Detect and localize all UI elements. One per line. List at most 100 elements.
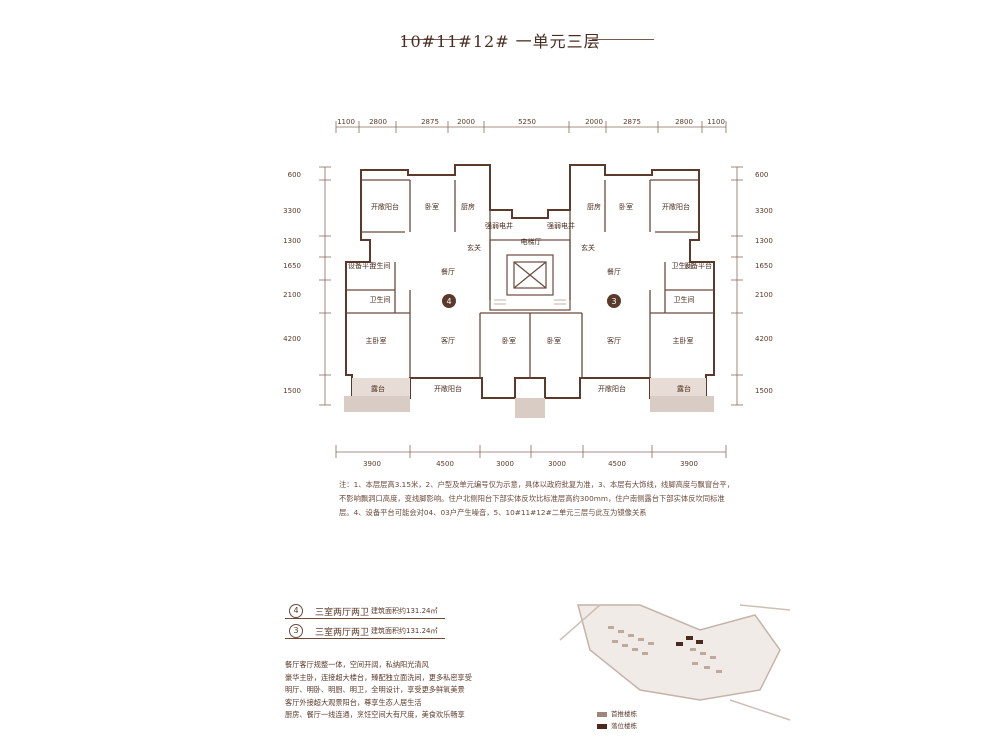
terrace-right xyxy=(650,378,706,396)
dim-top-6: 2000 xyxy=(585,118,603,126)
room-bath-right-a: 卫生间 xyxy=(672,261,693,270)
room-bath-right-b: 卫生间 xyxy=(674,295,695,304)
terrace-left-edge xyxy=(344,396,410,412)
unit-marker-3-label: 3 xyxy=(611,297,616,306)
terrace-right-edge xyxy=(650,396,714,412)
legend-swatch-first xyxy=(597,711,607,717)
dim-right-6: 4200 xyxy=(755,335,773,343)
unit-3-badge: 3 xyxy=(289,624,303,638)
site-blocks-selected xyxy=(676,636,703,646)
legend-swatch-selected xyxy=(597,723,607,729)
unit-marker-4-label: 4 xyxy=(446,297,451,306)
room-dining-left: 餐厅 xyxy=(441,267,455,276)
dim-top-4: 2000 xyxy=(457,118,475,126)
dim-bottom-4: 3000 xyxy=(548,460,566,468)
dim-bottom-group xyxy=(335,445,727,458)
description-item: 厨房、餐厅一线连通，烹饪空间大有尺度，美食欢乐畅享 xyxy=(285,710,465,719)
room-balcony-right: 开敞阳台 xyxy=(662,202,690,211)
room-pipe-left: 强弱电井 xyxy=(485,221,513,230)
room-balcony-bottom-left: 开敞阳台 xyxy=(434,384,462,393)
legend-label-selected: 落位楼栋 xyxy=(611,722,637,730)
dim-top-1: 1100 xyxy=(337,118,355,126)
notes-text: 注：1、本层层高3.15米，2、户型及单元编号仅为示意，具体以政府批复为准，3、… xyxy=(339,480,735,517)
unit-3-area: 建筑面积约131.24㎡ xyxy=(371,627,438,635)
dim-right-4: 1650 xyxy=(755,262,773,270)
room-terrace-left: 露台 xyxy=(371,384,385,393)
room-bedroom-mid-right: 卧室 xyxy=(547,336,561,345)
room-dining-right: 餐厅 xyxy=(607,267,621,276)
dim-left-2: 3300 xyxy=(283,207,301,215)
description-list: 餐厅客厅规整一体，空间开阔，私纳阳光清风 豪华主卧，连接超大楼台，臻配独立面洗间… xyxy=(285,659,515,722)
room-kitchen-left: 厨房 xyxy=(461,202,475,211)
unit-4-rule xyxy=(285,618,445,619)
unit-row-4: 4 三室两厅两卫 建筑面积约131.24㎡ xyxy=(285,604,445,619)
dim-left-6: 4200 xyxy=(283,335,301,343)
title-rule-right xyxy=(592,39,654,40)
dim-right-5: 2100 xyxy=(755,291,773,299)
description-item: 明厅、明卧、明厨、明卫，全明设计，享受更多鲜氧美景 xyxy=(285,685,465,694)
dim-top-9: 1100 xyxy=(707,118,725,126)
dim-left-3: 1300 xyxy=(283,237,301,245)
room-bath-left-b: 卫生间 xyxy=(370,295,391,304)
dim-left-4: 1650 xyxy=(283,262,301,270)
room-foyer-left: 玄关 xyxy=(467,243,481,252)
title-rule-left xyxy=(402,39,462,40)
unit-marker-3 xyxy=(607,294,621,308)
dim-right-group xyxy=(731,166,743,406)
terrace-left xyxy=(352,378,410,396)
room-kitchen-right: 厨房 xyxy=(587,202,601,211)
unit-row-3: 3 三室两厅两卫 建筑面积约131.24㎡ xyxy=(285,624,445,639)
dim-bottom-6: 3900 xyxy=(680,460,698,468)
description-item: 客厅外接超大观景阳台，尊享生态人居生活 xyxy=(285,697,422,707)
dim-right-2: 3300 xyxy=(755,207,773,215)
dim-left-group xyxy=(319,166,331,406)
title-bar: 10#11#12# 一单元三层 xyxy=(0,28,1000,52)
dim-right-1: 600 xyxy=(755,171,768,179)
dim-top-2: 2800 xyxy=(369,118,387,126)
room-terrace-right: 露台 xyxy=(677,384,691,393)
room-master-left: 主卧室 xyxy=(366,336,387,345)
unit-4-area: 建筑面积约131.24㎡ xyxy=(371,607,438,615)
room-master-right: 主卧室 xyxy=(673,336,694,345)
dim-bottom-5: 4500 xyxy=(608,460,626,468)
balcony-mid-left xyxy=(515,398,545,418)
dim-top-group xyxy=(335,121,727,133)
dim-bottom-3: 3000 xyxy=(496,460,514,468)
room-balcony-bottom-right: 开敞阳台 xyxy=(598,384,626,393)
room-foyer-right: 玄关 xyxy=(581,243,595,252)
room-bath-left-a: 卫生间 xyxy=(370,261,391,270)
interior-walls xyxy=(346,179,714,378)
room-equip-left: 设备平台 xyxy=(348,261,376,270)
legend-item-selected: 落位楼栋 xyxy=(597,720,637,730)
stair-lines xyxy=(494,299,566,305)
unit-3-type: 三室两厅两卫 xyxy=(315,628,370,638)
dim-top-3: 2875 xyxy=(421,118,439,126)
page-title: 10#11#12# 一单元三层 xyxy=(399,32,601,51)
dim-left-5: 2100 xyxy=(283,291,301,299)
room-bedroom-mid-left: 卧室 xyxy=(502,336,516,345)
unit-4-badge: 4 xyxy=(289,604,303,618)
room-balcony-left: 开敞阳台 xyxy=(371,202,399,211)
dim-top-7: 2875 xyxy=(623,118,641,126)
dim-bottom-2: 4500 xyxy=(436,460,454,468)
unit-4-type: 三室两厅两卫 xyxy=(315,608,370,618)
room-pipe-right: 强弱电井 xyxy=(547,221,575,230)
room-equip-right: 设备平台 xyxy=(684,261,712,270)
dim-right-7: 1500 xyxy=(755,387,773,395)
site-blocks xyxy=(608,626,722,673)
room-elevator-hall: 电梯厅 xyxy=(521,237,542,246)
dim-bottom-1: 3900 xyxy=(363,460,381,468)
unit-3-rule xyxy=(285,638,445,639)
room-bedroom-right: 卧室 xyxy=(619,202,633,211)
unit-marker-4 xyxy=(442,294,456,308)
dim-left-7: 1500 xyxy=(283,387,301,395)
site-map xyxy=(559,604,791,721)
elevator-core xyxy=(489,239,571,311)
room-living-right: 客厅 xyxy=(607,336,621,345)
dim-top-8: 2800 xyxy=(675,118,693,126)
description-item: 豪华主卧，连接超大楼台，臻配独立面洗间，更多私密享受 xyxy=(285,672,472,682)
legend-item-first: 首推楼栋 xyxy=(597,708,637,718)
room-bedroom-left: 卧室 xyxy=(425,202,439,211)
dim-top-5: 5250 xyxy=(518,118,536,126)
